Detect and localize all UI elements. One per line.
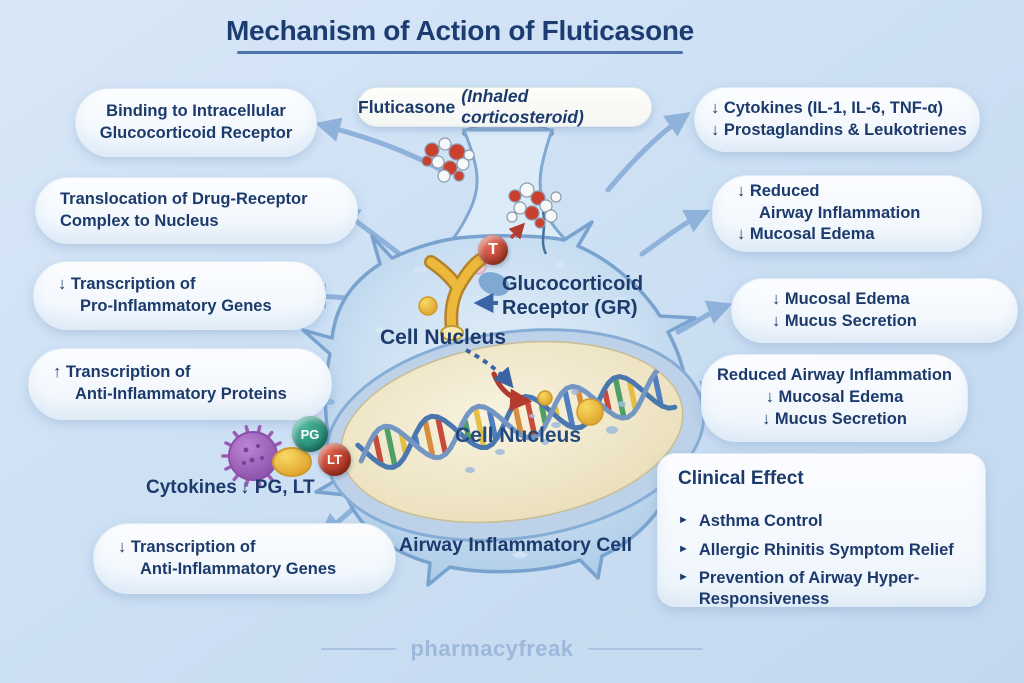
- nucleus-speckles: [465, 389, 626, 473]
- arrow-to-cytokines-box: [605, 112, 691, 193]
- box-up-anti-inflammatory-proteins: ↑ Transcription of Anti-Inflammatory Pro…: [28, 348, 332, 420]
- arrow-to-mucosal-edema: [675, 300, 733, 335]
- clinical-item-asthma: ► Asthma Control: [678, 512, 823, 531]
- cytokine-cell-dots: [242, 444, 264, 465]
- arrow-to-reduced-inflammation: [639, 209, 711, 257]
- watermark: pharmacyfreak: [0, 636, 1024, 662]
- pg-lt-label: ↓ PG, LT: [240, 477, 315, 498]
- lt-badge: LT: [318, 443, 351, 476]
- arrow-to-binding: [315, 117, 448, 175]
- molecule-track: [541, 211, 548, 255]
- box-binding-receptor: Binding to Intracellular Glucocorticoid …: [75, 88, 317, 157]
- bullet-arrow-icon: ►: [678, 571, 689, 584]
- bullet-arrow-icon: ►: [678, 514, 689, 527]
- box-translocation: Translocation of Drug-Receptor Complex t…: [35, 177, 358, 244]
- box-down-cytokines: ↓ Cytokines (IL-1, IL-6, TNF-α) ↓ Prosta…: [694, 87, 980, 152]
- fluticasone-molecule-inner: [506, 182, 562, 229]
- mediator-yellow-ball: [272, 447, 312, 477]
- box-down-anti-inflammatory-genes: ↓ Transcription of Anti-Inflammatory Gen…: [93, 523, 396, 594]
- box-reduced-airway-summary: Reduced Airway Inflammation ↓ Mucosal Ed…: [701, 354, 968, 442]
- t-drug-badge: T: [478, 235, 508, 265]
- protein-ball-large: [576, 398, 604, 426]
- drug-name: Fluticasone: [358, 96, 456, 117]
- cytokines-label: Cytokines: [146, 477, 237, 498]
- box-mucosal-edema-secretion: ↓ Mucosal Edema ↓ Mucus Secretion: [731, 278, 1018, 343]
- cell-nucleus-label-inner: Cell Nucleus: [455, 424, 582, 447]
- cytokine-cell: [228, 431, 278, 481]
- title-underline: [237, 51, 683, 54]
- page-title: Mechanism of Action of Fluticasone: [226, 15, 694, 46]
- pg-badge: PG: [292, 416, 328, 452]
- clinical-effect-box: Clinical Effect ► Asthma Control ► Aller…: [657, 453, 986, 608]
- airway-inflammatory-cell-label: Airway Inflammatory Cell: [399, 534, 632, 556]
- clinical-item-hyperresponsiveness: ► Prevention of Airway Hyper-Responsiven…: [678, 569, 920, 608]
- box-reduced-airway-inflammation: ↓ Reduced Airway Inflammation ↓ Mucosal …: [712, 175, 982, 252]
- bullet-arrow-icon: ►: [678, 542, 689, 555]
- fluticasone-molecule-top: [421, 137, 475, 183]
- gr-receptor-icon: [418, 253, 510, 341]
- clinical-effect-heading: Clinical Effect: [678, 468, 804, 489]
- protein-ball-small: [537, 390, 553, 406]
- drug-type: (Inhaled corticosteroid): [461, 86, 584, 127]
- nucleus-entry-arrow: [465, 348, 514, 389]
- watermark-line-left: [321, 648, 397, 650]
- cell-nucleus-label-outer: Cell Nucleus: [380, 326, 507, 349]
- gr-label: Glucocorticoid Receptor (GR): [502, 273, 644, 319]
- molecule-entry-arrow: [508, 222, 526, 240]
- cell-funnel: [448, 128, 570, 242]
- fluticasone-label-box: Fluticasone (Inhaled corticosteroid): [357, 86, 652, 127]
- watermark-line-right: [587, 648, 703, 650]
- box-down-pro-inflammatory: ↓ Transcription of Pro-Inflammatory Gene…: [33, 261, 326, 330]
- clinical-item-rhinitis: ► Allergic Rhinitis Symptom Relief: [678, 540, 954, 559]
